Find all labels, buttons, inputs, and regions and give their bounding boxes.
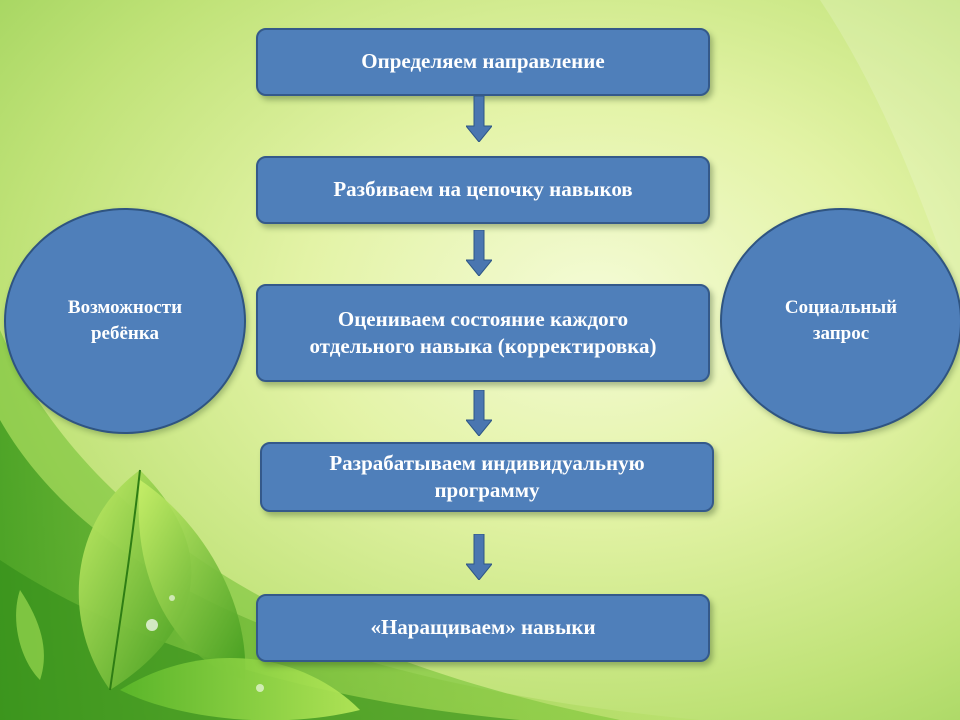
step-build-skills: «Наращиваем» навыки: [256, 594, 710, 662]
down-arrow-icon: [466, 96, 492, 142]
step-label: Разбиваем на цепочку навыков: [333, 177, 633, 202]
step-define-direction: Определяем направление: [256, 28, 710, 96]
circle-label: Возможности ребёнка: [67, 297, 183, 344]
step-assess-skill: Оцениваем состояние каждого отдельного н…: [256, 284, 710, 382]
circle-label: Социальный запрос: [784, 297, 898, 344]
step-label: Разрабатываем индивидуальную программу: [329, 450, 645, 502]
down-arrow-icon: [466, 534, 492, 580]
circle-child-abilities: Возможности ребёнка: [4, 208, 246, 434]
step-split-skills: Разбиваем на цепочку навыков: [256, 156, 710, 224]
step-label: «Наращиваем» навыки: [370, 615, 596, 640]
step-label: Определяем направление: [361, 49, 605, 74]
down-arrow-icon: [466, 390, 492, 436]
step-develop-program: Разрабатываем индивидуальную программу: [260, 442, 714, 512]
down-arrow-icon: [466, 230, 492, 276]
step-label: Оцениваем состояние каждого отдельного н…: [309, 306, 657, 358]
circle-social-request: Социальный запрос: [720, 208, 960, 434]
